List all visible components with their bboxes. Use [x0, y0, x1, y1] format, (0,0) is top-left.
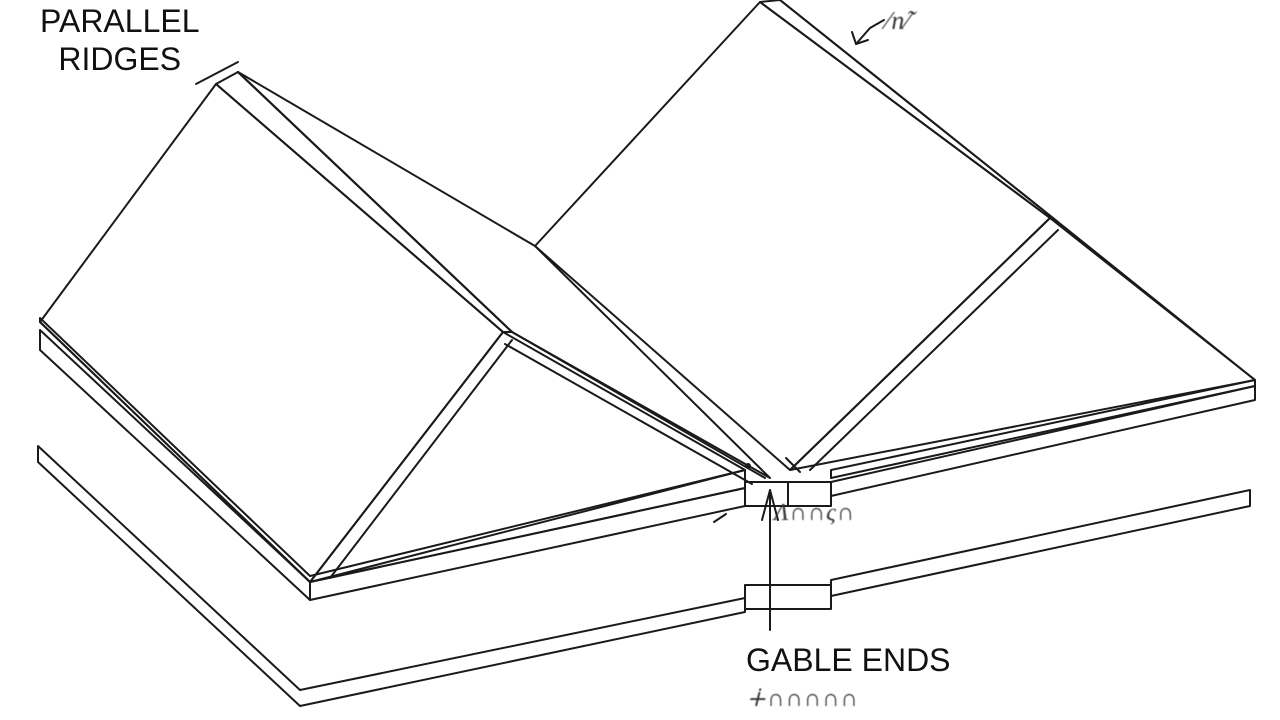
- gable-ends-label: GABLE ENDS: [746, 642, 951, 678]
- gable-ends-leader-2: [713, 513, 727, 523]
- parallel-ridges-label: PARALLEL RIDGES: [40, 2, 200, 78]
- parallel-ridges-label-line1: PARALLEL: [40, 3, 200, 39]
- lower-slab-junction: [744, 584, 832, 610]
- left-gable-rake-inner: [504, 343, 753, 485]
- top-right-arrowhead: [851, 31, 869, 45]
- left-gable-end: [309, 331, 746, 583]
- bottom-illegible-annotation: ∔∩∩∩∩∩: [746, 686, 859, 712]
- valley-slope: [237, 71, 771, 479]
- right-gable-end: [789, 217, 1256, 471]
- right-wall-plate-top: [830, 379, 1256, 479]
- lower-slab-left: [37, 445, 746, 707]
- left-roof-front-slope: [39, 83, 504, 583]
- top-right-illegible-annotation: ∕n∕͂: [886, 6, 911, 35]
- right-gable-inner-edge: [809, 229, 1059, 471]
- right-gable-rake: [1057, 221, 1256, 381]
- left-wall-plate-top: [39, 317, 746, 583]
- lower-slab-right: [830, 489, 1251, 597]
- left-ridge-board: [215, 71, 513, 333]
- center-dot: [745, 463, 751, 469]
- left-wall-plate-front: [309, 487, 746, 601]
- center-marker: [785, 457, 801, 473]
- parallel-ridges-label-line2: RIDGES: [58, 41, 182, 77]
- right-wall-plate: [830, 385, 1256, 497]
- parallel-ridges-leader: [195, 61, 239, 85]
- right-roof-slope: [534, 1, 1051, 471]
- right-ridge-line: [779, 0, 1059, 223]
- top-right-arrow: [855, 19, 885, 45]
- gable-ends-arrow: [761, 489, 779, 521]
- left-wall-plate: [39, 329, 311, 601]
- center-illegible-annotation: Λ∩∩ς∩: [774, 500, 856, 526]
- left-gable-inner-edge: [329, 339, 513, 579]
